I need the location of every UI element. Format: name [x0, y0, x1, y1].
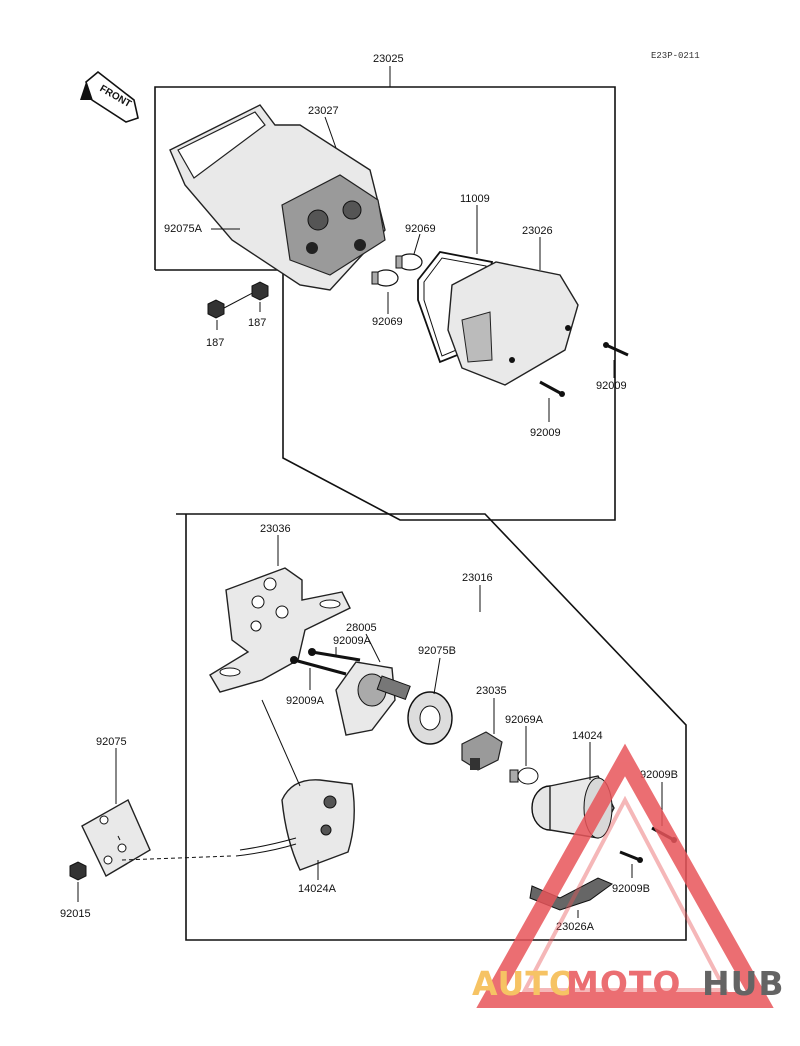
label-23016: 23016 [462, 572, 493, 584]
front-arrow-icon: FRONT [80, 70, 139, 123]
label-187-a: 187 [206, 337, 224, 349]
nut-icon [251, 281, 269, 301]
label-92009B-b: 92009B [612, 883, 650, 895]
label-92009A-b: 92009A [286, 695, 325, 707]
bulb-socket [461, 731, 503, 771]
watermark-hub: HUB [702, 964, 785, 1003]
license-lamp-housing [235, 699, 355, 871]
label-92069A: 92069A [505, 714, 544, 726]
label-23026: 23026 [522, 225, 553, 237]
label-23036: 23036 [260, 523, 291, 535]
watermark-auto: AUTO [472, 964, 578, 1003]
label-23026A: 23026A [556, 921, 595, 933]
drawing-code: E23P-0211 [651, 51, 700, 61]
label-14024: 14024 [572, 730, 603, 742]
label-92015: 92015 [60, 908, 91, 920]
lower-assembly-frame [176, 513, 687, 941]
automotohub-logo: AUTO MOTO HUB [472, 743, 785, 1008]
bulb-icon [509, 767, 539, 785]
license-plate-bracket [209, 567, 351, 693]
upper-assembly-frame [154, 66, 616, 521]
license-plate [81, 799, 151, 877]
bulb-icon [395, 253, 423, 271]
screw-icon [539, 380, 565, 397]
label-92069-top: 92069 [405, 223, 436, 235]
bolt-icon [290, 656, 347, 676]
bulb-icon [371, 269, 399, 287]
label-92009-b: 92009 [530, 427, 561, 439]
label-92009B-a: 92009B [640, 769, 678, 781]
tail-light-lens [447, 261, 579, 386]
label-187-b: 187 [248, 317, 266, 329]
label-92009A-a: 92009A [333, 635, 372, 647]
watermark-moto: MOTO [566, 964, 681, 1003]
label-92069-low: 92069 [372, 316, 403, 328]
label-23027: 23027 [308, 105, 339, 117]
label-11009: 11009 [460, 193, 490, 205]
gasket-icon [407, 691, 453, 745]
label-92075A: 92075A [164, 223, 203, 235]
screw-icon [619, 850, 643, 863]
lamp-base [335, 661, 411, 736]
bolt-icon [308, 648, 361, 662]
label-23035: 23035 [476, 685, 507, 697]
nut-icon [69, 861, 87, 881]
label-14024A: 14024A [298, 883, 337, 895]
label-92075B: 92075B [418, 645, 456, 657]
screw-icon [603, 342, 629, 357]
label-23025: 23025 [373, 53, 404, 65]
label-28005: 28005 [346, 622, 377, 634]
label-92009-a: 92009 [596, 380, 627, 392]
tail-light-housing [169, 104, 386, 291]
label-92075: 92075 [96, 736, 127, 748]
